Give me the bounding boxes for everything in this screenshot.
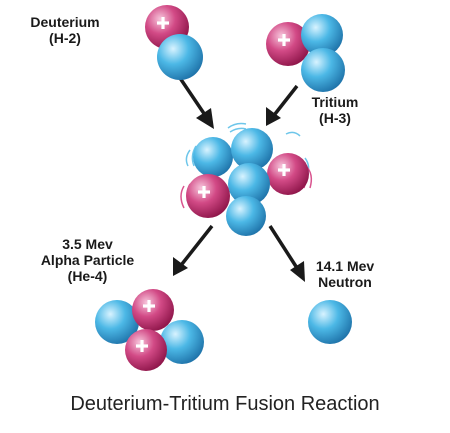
neutron-sphere (308, 300, 352, 344)
neutron-sphere (160, 320, 204, 364)
neutron-sphere (157, 34, 203, 80)
neutron-sphere (301, 48, 345, 92)
deuterium-name: Deuterium (30, 14, 100, 30)
arrow-tritium-in (266, 84, 299, 126)
tritium-label: Tritium (H-3) (300, 94, 370, 126)
proton-sphere (125, 329, 167, 371)
alpha-symbol: (He-4) (67, 268, 108, 284)
arrow-alpha-out (173, 224, 214, 276)
deuterium-symbol: (H-2) (49, 30, 81, 46)
deuterium-label: Deuterium (H-2) (20, 14, 110, 46)
free-neutron (308, 300, 352, 344)
deuterium-nucleus (145, 5, 203, 80)
neutron-sphere (301, 14, 343, 56)
neutron-sphere (231, 128, 273, 170)
fusion-cluster (180, 122, 313, 236)
neutron-name: Neutron (318, 274, 372, 290)
alpha-particle (95, 289, 204, 371)
neutron-label: 14.1 Mev Neutron (300, 258, 390, 290)
proton-sphere (186, 174, 230, 218)
proton-sphere (267, 153, 309, 195)
tritium-name: Tritium (311, 94, 359, 110)
neutron-sphere (226, 196, 266, 236)
proton-sphere (132, 289, 174, 331)
tritium-nucleus (266, 14, 345, 92)
proton-sphere (266, 22, 310, 66)
neutron-sphere (228, 163, 270, 205)
neutron-sphere (95, 300, 139, 344)
diagram-caption: Deuterium-Tritium Fusion Reaction (70, 393, 380, 415)
alpha-label: 3.5 Mev Alpha Particle (He-4) (20, 236, 155, 284)
arrow-neutron-out (268, 225, 305, 282)
neutron-sphere (193, 137, 233, 177)
tritium-symbol: (H-3) (319, 110, 351, 126)
arrow-deuterium-in (178, 77, 214, 129)
alpha-name: Alpha Particle (40, 252, 135, 268)
alpha-energy: 3.5 Mev (62, 236, 113, 252)
neutron-energy: 14.1 Mev (315, 258, 375, 274)
